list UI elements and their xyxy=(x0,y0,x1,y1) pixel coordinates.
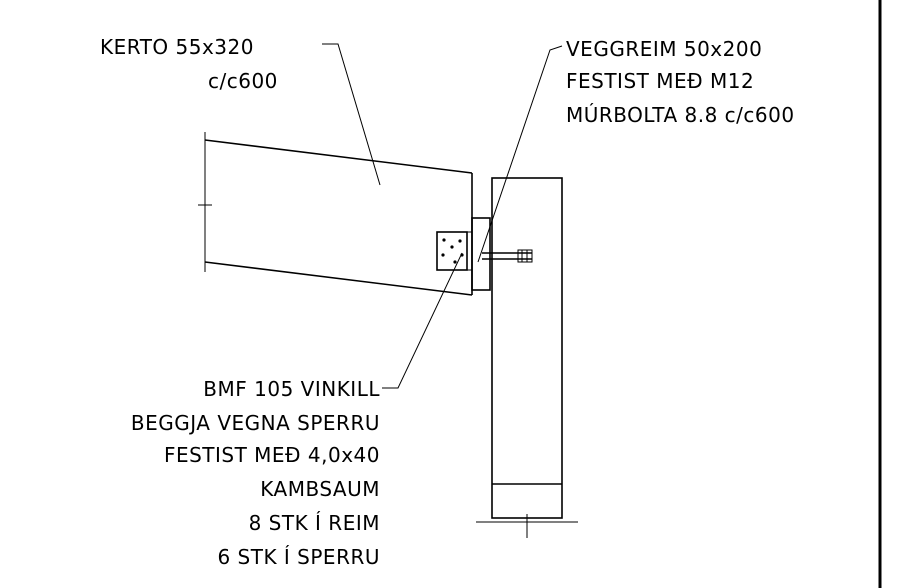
m12-bolt xyxy=(482,249,533,263)
bmf-label-line-4: KAMBSAUM xyxy=(260,477,380,501)
wall-plate xyxy=(471,217,491,291)
bmf-label-line-3: FESTIST MEÐ 4,0x40 xyxy=(164,443,380,467)
masonry-wall xyxy=(476,177,578,538)
veggreim-label-line-1: VEGGREIM 50x200 xyxy=(566,37,762,61)
veggreim-leader xyxy=(477,45,563,263)
bmf-label-line-2: BEGGJA VEGNA SPERRU xyxy=(131,411,380,435)
kerto-label-line-1: KERTO 55x320 xyxy=(100,35,254,59)
bmf-label-line-5: 8 STK Í REIM xyxy=(249,511,380,535)
veggreim-label-line-2: FESTIST MEÐ M12 xyxy=(566,69,754,93)
veggreim-label-line-3: MÚRBOLTA 8.8 c/c600 xyxy=(566,103,795,127)
bmf-label-line-1: BMF 105 VINKILL xyxy=(203,377,380,401)
kerto-label-line-2: c/c600 xyxy=(208,69,278,93)
bmf-label-line-6: 6 STK Í SPERRU xyxy=(217,545,380,569)
bmf-leader xyxy=(382,252,463,389)
bmf-angle-bracket xyxy=(436,231,472,271)
kerto-leader xyxy=(322,43,381,186)
kerto-rafter xyxy=(198,132,473,296)
